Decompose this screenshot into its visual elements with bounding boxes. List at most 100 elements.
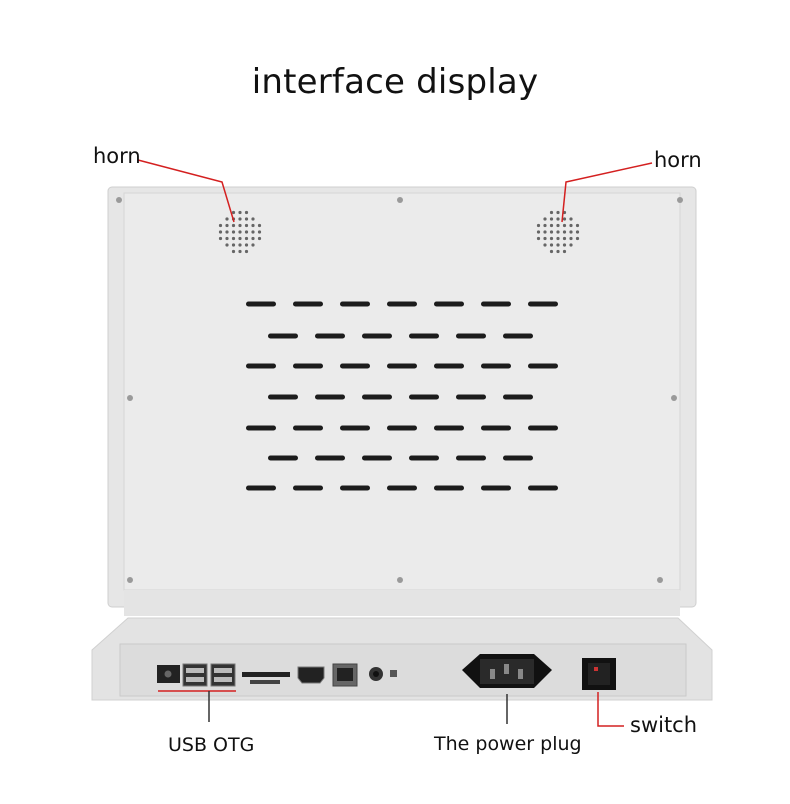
speaker-hole <box>244 243 249 247</box>
speaker-hole <box>549 249 554 254</box>
vent-slot <box>528 485 558 491</box>
speaker-hole <box>244 223 249 228</box>
vent-slot <box>340 425 370 431</box>
speaker-hole <box>569 230 573 234</box>
speaker-hole <box>218 223 223 228</box>
speaker-hole <box>575 230 580 234</box>
vent-slot <box>387 301 417 307</box>
speaker-hole <box>569 217 573 221</box>
speaker-hole <box>244 230 249 234</box>
speaker-hole <box>231 223 236 228</box>
speaker-hole <box>549 210 554 215</box>
vent-slot <box>528 363 558 369</box>
speaker-hole <box>231 243 236 247</box>
vent-slot <box>340 485 370 491</box>
vent-slot <box>409 455 439 461</box>
vent-slot <box>434 301 464 307</box>
dc-jack-port <box>157 665 180 683</box>
speaker-hole <box>238 217 242 221</box>
speaker-hole <box>251 223 255 228</box>
vent-slot <box>434 425 464 431</box>
speaker-hole <box>556 210 560 215</box>
vent-slot <box>481 301 511 307</box>
speaker-hole <box>251 236 255 241</box>
speaker-hole <box>556 243 560 247</box>
back-panel <box>123 192 681 591</box>
speaker-hole <box>575 223 580 228</box>
vent-slot <box>293 301 323 307</box>
screw <box>127 395 133 401</box>
callout-lines <box>137 159 653 727</box>
speaker-hole <box>556 249 560 254</box>
speaker-hole <box>225 230 229 234</box>
speaker-hole <box>238 243 242 247</box>
vent-slot <box>387 485 417 491</box>
vent-slot <box>528 425 558 431</box>
screw <box>657 577 663 583</box>
screw <box>127 577 133 583</box>
vent-slot <box>340 363 370 369</box>
vent-slot <box>503 455 533 461</box>
vent-slot <box>315 333 345 339</box>
speaker-hole <box>556 230 560 234</box>
speaker-hole <box>238 236 242 241</box>
vent-slot <box>246 485 276 491</box>
label-usb-otg: USB OTG <box>168 734 255 756</box>
page-title: interface display <box>251 62 539 102</box>
speaker-grille-left <box>218 210 262 254</box>
callout-switch <box>597 692 624 727</box>
speaker-hole <box>575 236 580 241</box>
hdmi-port <box>297 666 325 684</box>
label-horn-right: horn <box>654 148 702 172</box>
usb-port-2 <box>210 663 236 687</box>
speaker-hole <box>556 236 560 241</box>
frame-lip <box>124 590 680 616</box>
speaker-hole <box>225 223 229 228</box>
speaker-hole <box>225 236 229 241</box>
speaker-hole <box>536 230 541 234</box>
screw <box>397 577 403 583</box>
vent-slot <box>293 485 323 491</box>
vent-slot <box>434 363 464 369</box>
reset-button <box>390 670 397 677</box>
speaker-hole <box>244 236 249 241</box>
speaker-hole <box>536 236 541 241</box>
vent-slot <box>268 455 298 461</box>
vent-slot <box>340 301 370 307</box>
power-switch <box>582 658 616 690</box>
speaker-hole <box>238 230 242 234</box>
speaker-hole <box>562 217 567 221</box>
vent-slot <box>315 455 345 461</box>
speaker-hole <box>251 230 255 234</box>
screw <box>677 197 683 203</box>
vent-slot <box>503 394 533 400</box>
speaker-hole <box>218 230 223 234</box>
speaker-hole <box>569 243 573 247</box>
speaker-hole <box>543 236 547 241</box>
ethernet-port <box>332 663 358 687</box>
vent-slot <box>362 333 392 339</box>
vent-slot <box>362 394 392 400</box>
vent-slot <box>456 394 486 400</box>
vent-slot <box>268 394 298 400</box>
speaker-hole <box>562 236 567 241</box>
speaker-hole <box>244 210 249 215</box>
usb-port-1 <box>182 663 208 687</box>
vent-slot <box>387 425 417 431</box>
vent-slot <box>293 363 323 369</box>
speaker-hole <box>231 236 236 241</box>
audio-jack <box>369 667 383 681</box>
callout-horn-right <box>561 162 653 223</box>
label-horn-left: horn <box>93 144 141 168</box>
speaker-hole <box>556 217 560 221</box>
speaker-grille-right <box>536 210 580 254</box>
screw <box>671 395 677 401</box>
speaker-hole <box>231 210 236 215</box>
sd-card-slot <box>242 672 290 684</box>
vent-slot <box>246 301 276 307</box>
screw <box>116 197 122 203</box>
speaker-hole <box>562 249 567 254</box>
vent-slot <box>481 485 511 491</box>
speaker-hole <box>231 230 236 234</box>
